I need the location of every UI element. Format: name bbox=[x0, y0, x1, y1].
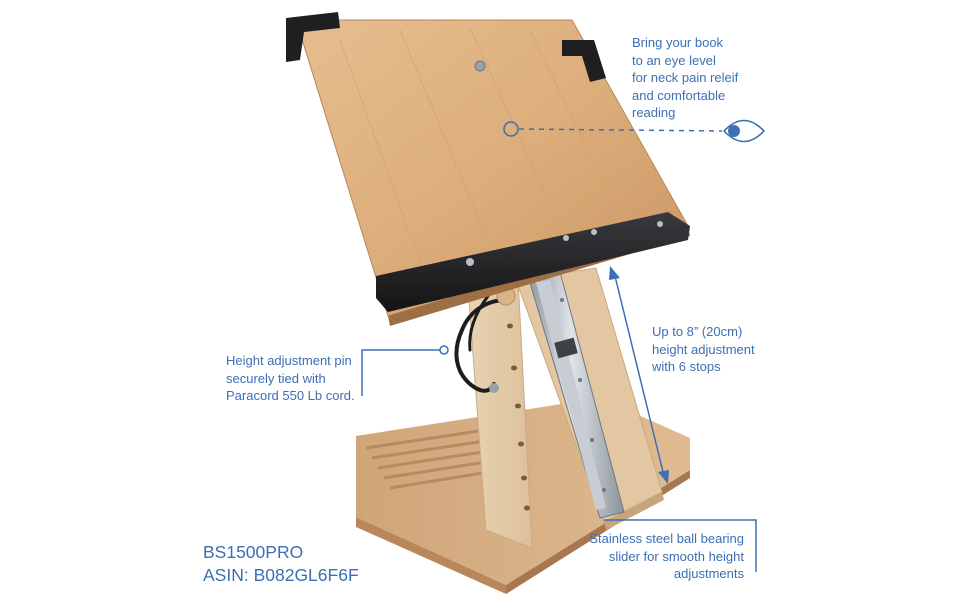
slider-line-1: Stainless steel ball bearing bbox=[589, 531, 744, 546]
height-adjust-callout: Up to 8” (20cm) height adjustment with 6… bbox=[652, 323, 755, 376]
height-arrow-heads bbox=[609, 266, 669, 484]
book-board bbox=[286, 12, 690, 326]
eye-level-line-1: Bring your book bbox=[632, 35, 724, 50]
pin-line-2: securely tied with bbox=[226, 370, 326, 386]
height-stop-holes bbox=[507, 323, 530, 511]
eye-icon bbox=[722, 119, 766, 143]
adjustment-pin-cord bbox=[454, 294, 508, 393]
eye-level-line-2: to an eye level bbox=[632, 52, 716, 68]
height-adjust-line-1: Up to 8” (20cm) bbox=[652, 324, 743, 339]
eye-level-callout: Bring your book to an eye level for neck… bbox=[632, 34, 738, 122]
height-adjust-line-2: height adjustment bbox=[652, 341, 755, 357]
height-adjust-line-3: with 6 stops bbox=[652, 359, 721, 374]
product-model: BS1500PRO bbox=[203, 542, 304, 562]
slider-line-3: adjustments bbox=[673, 566, 744, 581]
pin-line-1: Height adjustment pin bbox=[226, 353, 352, 368]
product-asin: ASIN: B082GL6F6F bbox=[203, 565, 359, 585]
page-ledge bbox=[376, 212, 690, 312]
product-info: BS1500PRO ASIN: B082GL6F6F bbox=[203, 541, 359, 587]
pin-line-3: Paracord 550 Lb cord. bbox=[226, 388, 355, 403]
pin-callout: Height adjustment pin securely tied with… bbox=[226, 352, 355, 405]
eye-level-line-4: and comfortable bbox=[632, 87, 726, 103]
callout-lines bbox=[361, 121, 757, 572]
slider-line-2: slider for smooth height bbox=[608, 548, 744, 564]
corner-bracket-right bbox=[562, 40, 606, 82]
eye-level-line-5: reading bbox=[632, 105, 676, 120]
eye-level-line-3: for neck pain releif bbox=[632, 70, 739, 85]
corner-bracket-left bbox=[286, 12, 340, 62]
slider-callout: Stainless steel ball bearing slider for … bbox=[589, 530, 744, 583]
